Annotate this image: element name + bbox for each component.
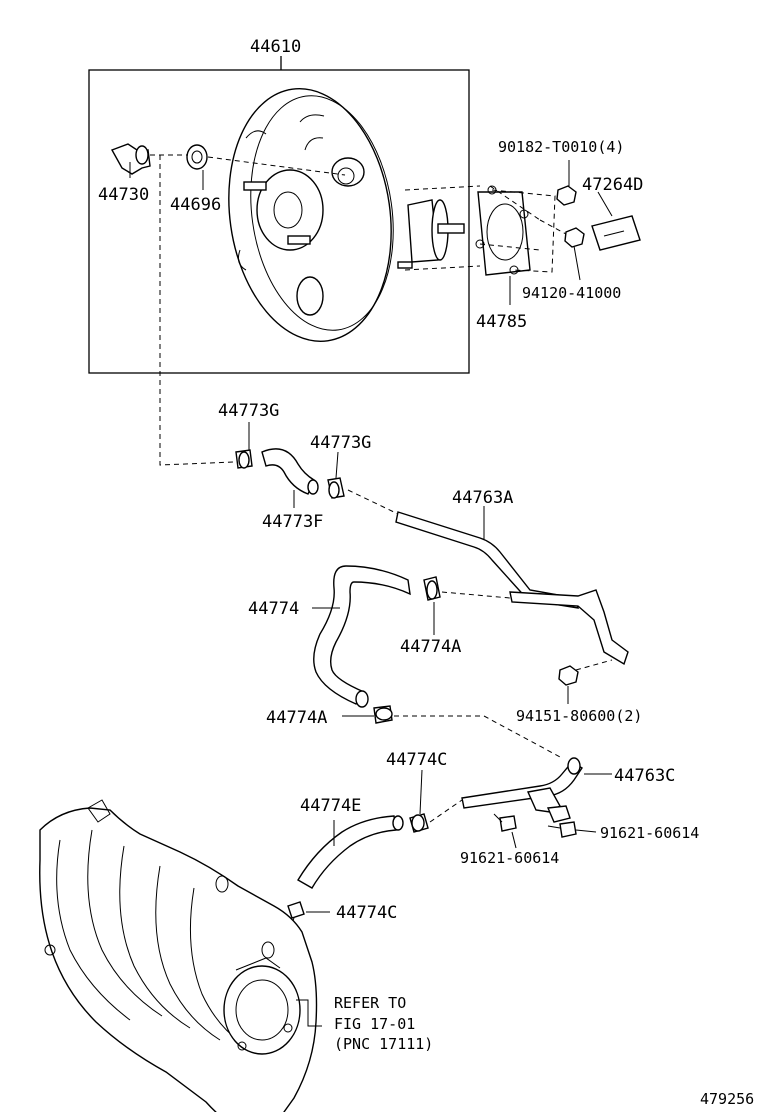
clip-44773g-left <box>235 449 253 469</box>
hose-44774 <box>313 565 411 708</box>
clip-44774c-upper <box>409 813 429 833</box>
label-44785: 44785 <box>476 312 527 332</box>
label-90182-t0010: 90182-T0010(4) <box>498 138 624 156</box>
label-44610: 44610 <box>250 37 301 57</box>
label-91621-60614-right: 91621-60614 <box>600 824 699 842</box>
clip-44773g-right <box>327 477 345 499</box>
label-44773f: 44773F <box>262 512 323 532</box>
nut-94151 <box>558 665 579 686</box>
label-44774c-upper: 44774C <box>386 750 447 770</box>
label-94120-41000: 94120-41000 <box>522 284 621 302</box>
label-91621-60614-left: 91621-60614 <box>460 849 559 867</box>
label-47264d: 47264D <box>582 175 643 195</box>
reference-note: REFER TO FIG 17-01 (PNC 17111) <box>334 994 433 1053</box>
reference-line-1: REFER TO <box>334 994 406 1012</box>
nut-90182 <box>556 185 577 206</box>
pipe-44763c <box>461 757 583 823</box>
nut-94120 <box>564 227 585 248</box>
label-44773g-right: 44773G <box>310 433 371 453</box>
label-44774a-upper: 44774A <box>400 637 461 657</box>
pipe-44763a <box>395 511 629 666</box>
bracket-47264d <box>591 215 641 251</box>
clip-44774c-lower <box>287 901 305 919</box>
part-labels: 44610 44730 44696 90182-T0010(4) 47264D … <box>98 37 699 923</box>
clip-44774a-lower <box>373 705 393 724</box>
booster-assembly-frame <box>88 69 470 374</box>
label-94151-80600: 94151-80600(2) <box>516 707 642 725</box>
clip-44774a-upper <box>423 576 441 601</box>
intake-manifold-drawing <box>39 799 318 1112</box>
label-44730: 44730 <box>98 185 149 205</box>
grommet-44696 <box>186 144 208 170</box>
label-44774a-lower: 44774A <box>266 708 327 728</box>
figure-number: 479256 <box>700 1090 754 1108</box>
reference-line-3: (PNC 17111) <box>334 1035 433 1053</box>
label-44763c: 44763C <box>614 766 675 786</box>
label-44774: 44774 <box>248 599 299 619</box>
label-44763a: 44763A <box>452 488 513 508</box>
label-44773g-left: 44773G <box>218 401 279 421</box>
bolt-91621-right <box>547 821 577 838</box>
hose-44773f <box>261 448 319 495</box>
check-valve-44730 <box>110 143 151 175</box>
bolt-91621-left <box>493 813 517 832</box>
hose-44774e <box>297 815 404 889</box>
gasket-44785 <box>475 185 531 276</box>
label-44774e: 44774E <box>300 796 361 816</box>
reference-line-2: FIG 17-01 <box>334 1015 415 1033</box>
label-44774c-lower: 44774C <box>336 903 397 923</box>
brake-booster-drawing <box>228 88 465 342</box>
label-44696: 44696 <box>170 195 221 215</box>
brake-booster-group <box>88 56 470 374</box>
